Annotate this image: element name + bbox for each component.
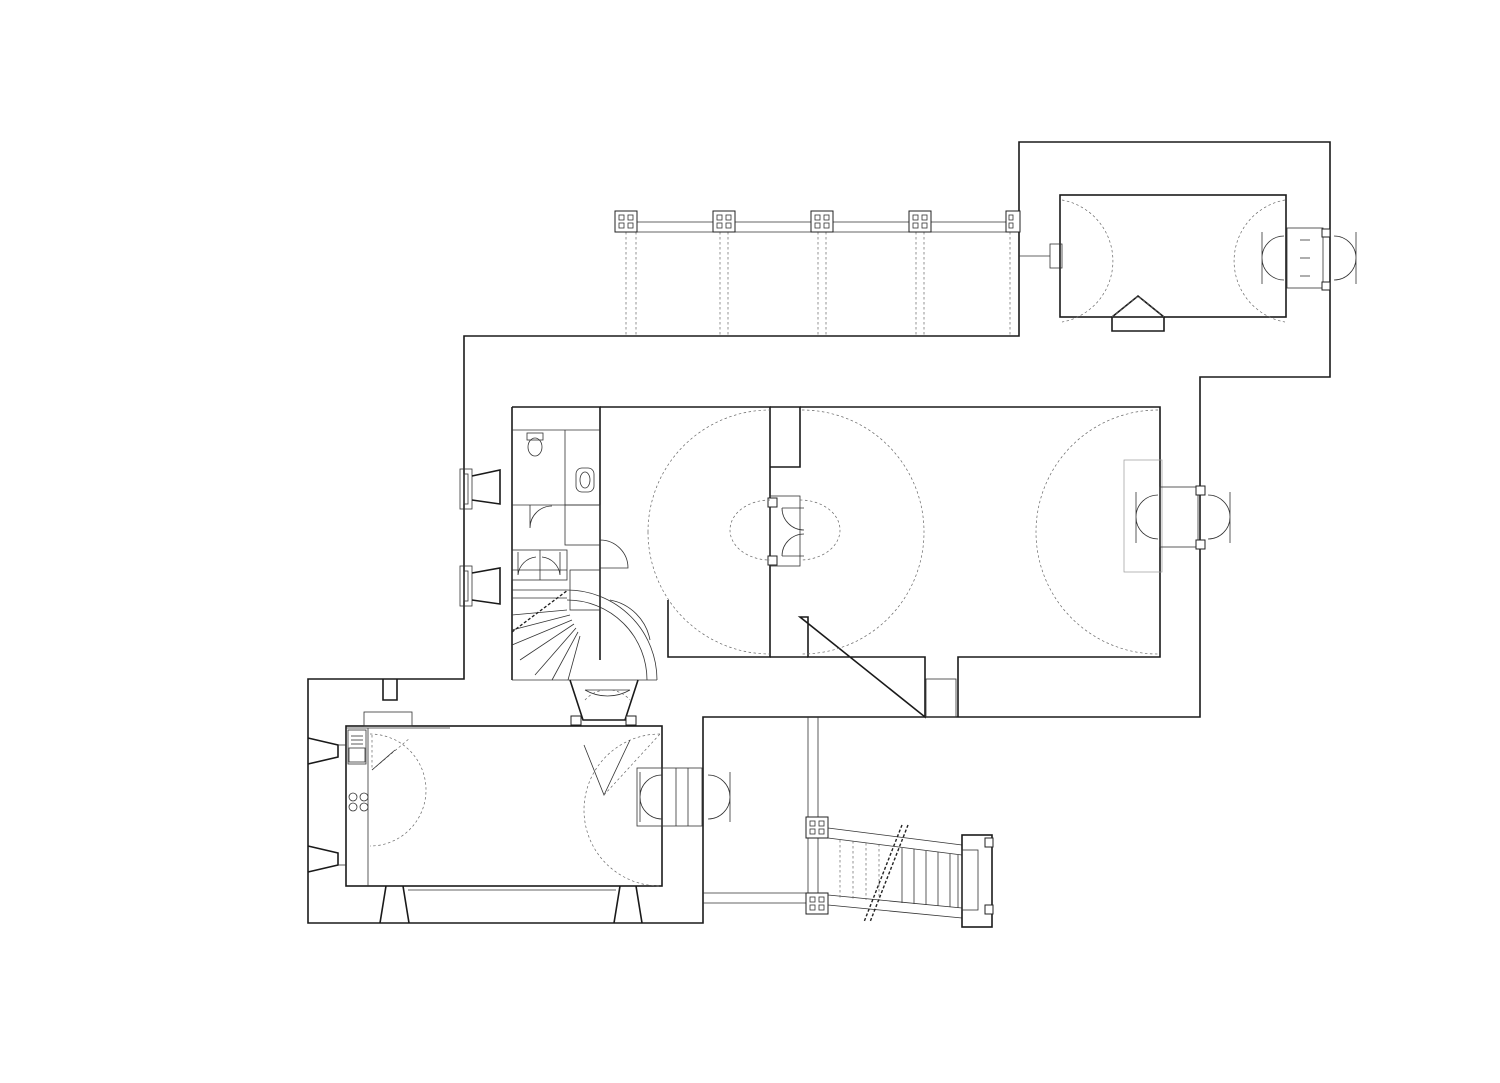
kitchen-east-french-door bbox=[636, 767, 731, 827]
annex-room bbox=[1059, 194, 1287, 332]
staircase bbox=[511, 549, 658, 681]
pergola bbox=[623, 221, 1016, 336]
kitchen-room bbox=[345, 679, 663, 924]
annex-west-door bbox=[1019, 243, 1063, 269]
terrace-railing bbox=[703, 717, 819, 904]
east-room bbox=[797, 406, 1161, 719]
terrace-posts bbox=[805, 816, 829, 915]
kitchen-west-windows bbox=[307, 737, 346, 873]
south-hall-door bbox=[569, 679, 639, 726]
east-room-french-door bbox=[1123, 459, 1231, 573]
pergola-posts bbox=[614, 210, 1021, 233]
interior-double-door bbox=[729, 406, 841, 658]
hall-doors bbox=[564, 504, 651, 641]
west-wall-windows bbox=[459, 468, 501, 607]
external-staircase bbox=[827, 824, 994, 928]
wc-and-bath bbox=[511, 406, 601, 680]
annex-east-french-door bbox=[1261, 227, 1357, 291]
outer-wall-outline bbox=[307, 141, 1331, 924]
middle-room bbox=[600, 406, 771, 658]
